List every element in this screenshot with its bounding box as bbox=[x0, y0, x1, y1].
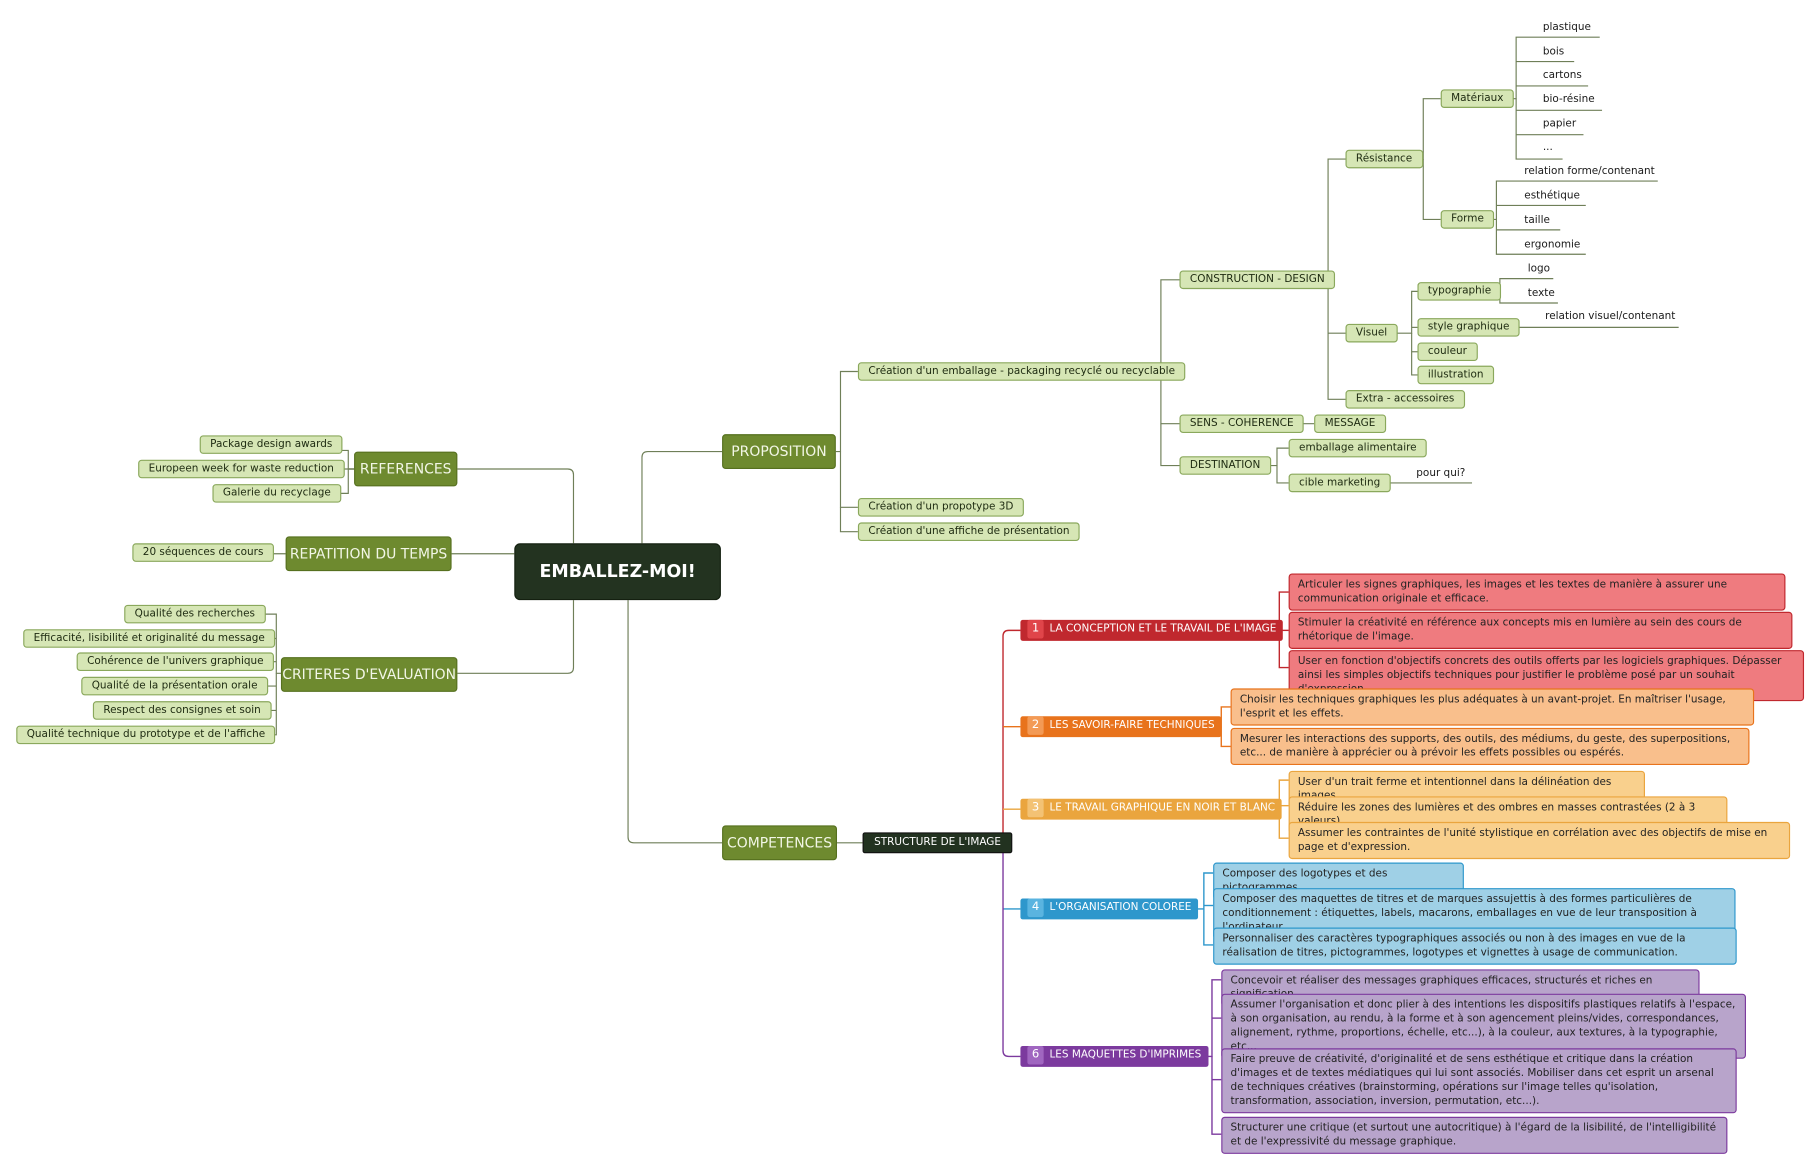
topic-label: LE TRAVAIL GRAPHIQUE EN NOIR ET BLANC bbox=[1049, 802, 1276, 814]
competence-description[interactable]: Mesurer les interactions des supports, d… bbox=[1230, 727, 1750, 766]
creation-emballage[interactable]: Création d'un emballage - packaging recy… bbox=[857, 362, 1186, 381]
branch-criteres[interactable]: CRITERES D'EVALUATION bbox=[280, 657, 458, 692]
creation-prototype[interactable]: Création d'un propotype 3D bbox=[857, 498, 1024, 517]
topic-noir-blanc[interactable]: 3 LE TRAVAIL GRAPHIQUE EN NOIR ET BLANC bbox=[1020, 798, 1283, 820]
competence-description[interactable]: Assumer les contraintes de l'unité styli… bbox=[1288, 821, 1791, 860]
repartition-item[interactable]: 20 séquences de cours bbox=[132, 543, 274, 562]
cible-marketing[interactable]: cible marketing bbox=[1288, 473, 1391, 493]
reference-item[interactable]: Europeen week for waste reduction bbox=[138, 459, 345, 479]
branch-proposition[interactable]: PROPOSITION bbox=[722, 434, 836, 470]
critere-item[interactable]: Respect des consignes et soin bbox=[92, 701, 272, 720]
topic-conception[interactable]: 1 LA CONCEPTION ET LE TRAVAIL DE L'IMAGE bbox=[1020, 619, 1284, 641]
typo-item[interactable]: texte bbox=[1527, 287, 1555, 300]
critere-item[interactable]: Qualité des recherches bbox=[124, 604, 266, 624]
structure-image[interactable]: STRUCTURE DE L'IMAGE bbox=[862, 832, 1013, 854]
materiaux[interactable]: Matériaux bbox=[1440, 89, 1514, 108]
topic-number: 2 bbox=[1027, 716, 1044, 735]
competence-description[interactable]: Choisir les techniques graphiques les pl… bbox=[1230, 688, 1755, 726]
couleur[interactable]: couleur bbox=[1417, 342, 1478, 362]
forme-item[interactable]: ergonomie bbox=[1524, 239, 1581, 251]
materiau-item[interactable]: bio-résine bbox=[1542, 94, 1595, 106]
pour-qui[interactable]: pour qui? bbox=[1416, 467, 1466, 480]
creation-affiche[interactable]: Création d'une affiche de présentation bbox=[857, 522, 1080, 541]
illustration[interactable]: illustration bbox=[1417, 365, 1494, 385]
topic-number: 6 bbox=[1027, 1045, 1044, 1065]
typographie[interactable]: typographie bbox=[1417, 282, 1502, 301]
reference-item[interactable]: Galerie du recyclage bbox=[212, 484, 342, 503]
materiau-item[interactable]: papier bbox=[1542, 118, 1577, 131]
branch-references[interactable]: REFERENCES bbox=[354, 451, 458, 487]
message[interactable]: MESSAGE bbox=[1314, 414, 1386, 434]
topic-savoir-faire[interactable]: 2 LES SAVOIR-FAIRE TECHNIQUES bbox=[1020, 716, 1222, 738]
destination[interactable]: DESTINATION bbox=[1179, 456, 1271, 475]
topic-label: L'ORGANISATION COLOREE bbox=[1049, 902, 1192, 914]
competence-description[interactable]: Structurer une critique (et surtout une … bbox=[1221, 1116, 1728, 1154]
critere-item[interactable]: Qualité technique du prototype et de l'a… bbox=[16, 725, 276, 745]
topic-organisation-coloree[interactable]: 4 L'ORGANISATION COLOREE bbox=[1020, 898, 1199, 920]
visuel[interactable]: Visuel bbox=[1345, 323, 1398, 343]
topic-maquettes[interactable]: 6 LES MAQUETTES D'IMPRIMES bbox=[1020, 1045, 1209, 1067]
typo-item[interactable]: logo bbox=[1527, 263, 1551, 276]
forme-item[interactable]: relation forme/contenant bbox=[1524, 166, 1655, 178]
topic-label: LA CONCEPTION ET LE TRAVAIL DE L'IMAGE bbox=[1049, 623, 1277, 636]
emballage-alimentaire[interactable]: emballage alimentaire bbox=[1288, 438, 1428, 458]
competence-description[interactable]: Faire preuve de créativité, d'originalit… bbox=[1221, 1048, 1737, 1114]
materiau-item[interactable]: bois bbox=[1542, 46, 1565, 59]
style-graphique[interactable]: style graphique bbox=[1417, 318, 1520, 337]
competence-description[interactable]: Personnaliser des caractères typographiq… bbox=[1213, 927, 1737, 965]
competence-description[interactable]: Articuler les signes graphiques, les ima… bbox=[1288, 573, 1786, 611]
materiau-item[interactable]: ... bbox=[1542, 141, 1553, 154]
extra-accessoires[interactable]: Extra - accessoires bbox=[1345, 390, 1465, 409]
forme[interactable]: Forme bbox=[1440, 210, 1495, 229]
critere-item[interactable]: Qualité de la présentation orale bbox=[81, 676, 268, 696]
topic-number: 1 bbox=[1027, 619, 1044, 639]
forme-item[interactable]: taille bbox=[1524, 214, 1550, 227]
construction-design[interactable]: CONSTRUCTION - DESIGN bbox=[1179, 270, 1336, 290]
critere-item[interactable]: Cohérence de l'univers graphique bbox=[76, 652, 275, 672]
topic-number: 3 bbox=[1027, 798, 1044, 818]
topic-label: LES MAQUETTES D'IMPRIMES bbox=[1049, 1049, 1202, 1062]
branch-competences[interactable]: COMPETENCES bbox=[722, 825, 838, 861]
materiau-item[interactable]: cartons bbox=[1542, 69, 1582, 82]
materiau-item[interactable]: plastique bbox=[1542, 22, 1591, 34]
forme-item[interactable]: esthétique bbox=[1524, 190, 1580, 202]
sens-coherence[interactable]: SENS - COHERENCE bbox=[1179, 414, 1305, 434]
resistance[interactable]: Résistance bbox=[1345, 149, 1423, 169]
style-item[interactable]: relation visuel/contenant bbox=[1545, 311, 1676, 323]
branch-repartition[interactable]: REPATITION DU TEMPS bbox=[285, 536, 452, 572]
central-topic[interactable]: EMBALLEZ-MOI! bbox=[514, 543, 721, 601]
topic-number: 4 bbox=[1027, 898, 1044, 918]
reference-item[interactable]: Package design awards bbox=[199, 435, 343, 454]
competence-description[interactable]: Stimuler la créativité en référence aux … bbox=[1288, 611, 1793, 649]
critere-item[interactable]: Efficacité, lisibilité et originalité du… bbox=[23, 629, 276, 648]
topic-label: LES SAVOIR-FAIRE TECHNIQUES bbox=[1049, 719, 1215, 732]
competence-description[interactable]: Assumer l'organisation et donc plier à d… bbox=[1221, 993, 1746, 1059]
